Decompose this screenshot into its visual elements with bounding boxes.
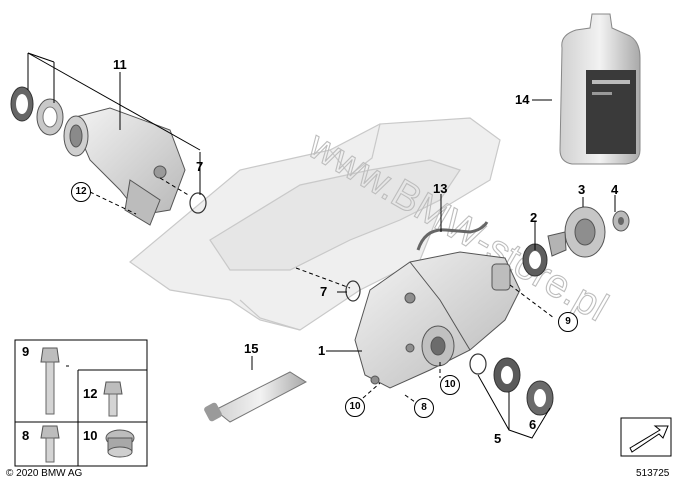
legend-callout-12: 12	[83, 386, 98, 401]
legend-box	[14, 339, 148, 467]
part-5-seal	[493, 357, 521, 393]
diagram-number: 513725	[636, 468, 670, 479]
callout-5: 5	[494, 431, 502, 446]
part-6-seal	[526, 380, 554, 416]
oil-pan-ghost	[129, 117, 501, 331]
legend-callout-8: 8	[22, 428, 30, 443]
callout-15: 15	[244, 341, 259, 356]
callout-11: 11	[113, 57, 127, 72]
seal-ring-left	[10, 86, 34, 122]
part-9-bolt	[40, 347, 60, 415]
callout-2: 2	[530, 210, 538, 225]
callout-14: 14	[515, 92, 530, 107]
o-ring-lower	[469, 353, 487, 375]
callout-1: 1	[318, 343, 326, 358]
callout-7-middle: 7	[320, 284, 328, 299]
part-10-plug	[105, 429, 135, 458]
legend-callout-10: 10	[83, 428, 98, 443]
callout-7-upper: 7	[196, 159, 204, 174]
copyright-text: © 2020 BMW AG	[6, 468, 83, 479]
dashed-leaders	[89, 177, 555, 403]
bearing-left	[36, 98, 64, 136]
callout-3: 3	[578, 182, 586, 197]
leader-lines	[27, 52, 616, 439]
arrow-icon	[620, 417, 672, 457]
callout-10-circled-right: 10	[440, 375, 460, 395]
callout-12-circled: 12	[71, 182, 91, 202]
o-ring-middle	[345, 280, 361, 302]
part-2-seal	[522, 243, 548, 277]
part-14-oil-bottle	[559, 13, 641, 165]
callout-6: 6	[529, 417, 537, 432]
part-13-vent-hose	[416, 221, 489, 251]
callout-9-circled: 9	[558, 312, 578, 332]
part-11-support-housing	[63, 107, 186, 226]
callout-8-circled: 8	[414, 398, 434, 418]
part-4-nut	[612, 210, 630, 232]
legend-callout-9: 9	[22, 344, 30, 359]
callout-4: 4	[611, 182, 619, 197]
callout-13: 13	[433, 181, 448, 196]
part-12-bolt	[103, 381, 123, 417]
part-15-sealant-tube	[204, 371, 308, 423]
o-ring-upper	[189, 192, 207, 214]
part-1-differential	[354, 251, 521, 389]
callout-10-circled-left: 10	[345, 397, 365, 417]
part-8-bolt	[40, 425, 60, 463]
part-3-flange	[547, 206, 606, 258]
